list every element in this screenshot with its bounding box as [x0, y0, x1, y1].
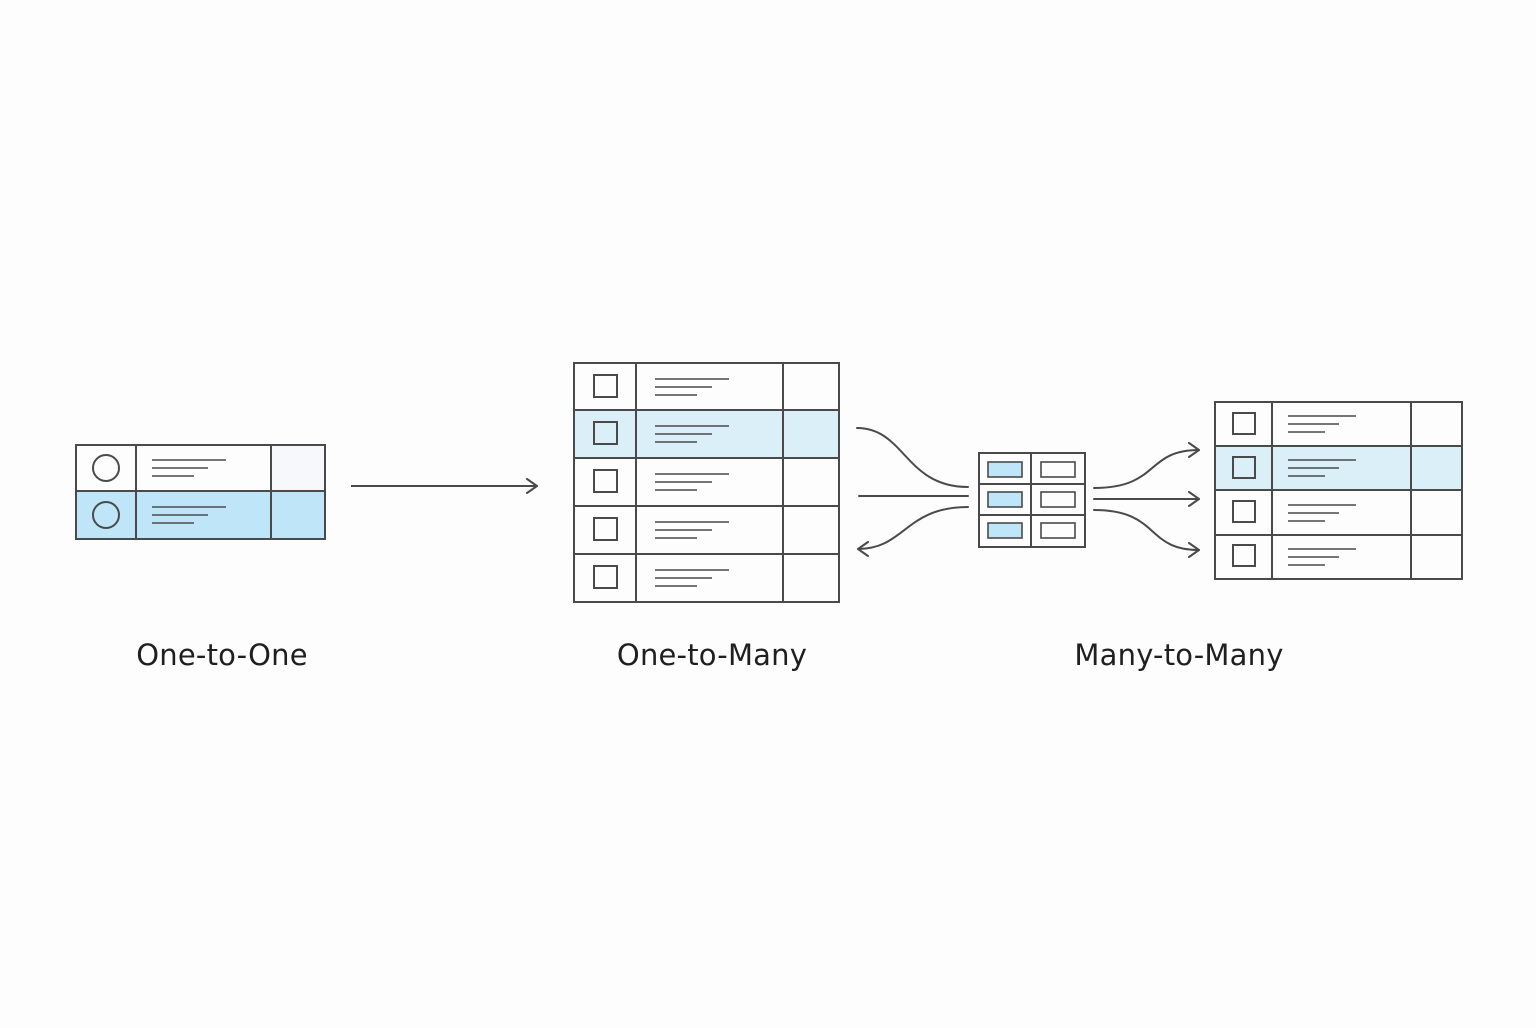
one-to-many-table — [573, 362, 840, 603]
junction-table — [978, 452, 1086, 548]
row-marker-square-icon — [593, 517, 618, 541]
junction-key-cell — [1040, 522, 1076, 539]
junction-key-cell — [987, 461, 1023, 478]
row-marker-square-icon — [593, 421, 618, 445]
many-to-many-table — [1214, 401, 1463, 580]
junction-key-cell — [987, 522, 1023, 539]
junction-key-cell — [987, 491, 1023, 508]
one-to-one-table — [75, 444, 326, 540]
row-marker-square-icon — [1232, 544, 1256, 567]
one-to-one-label: One-to-One — [136, 638, 308, 672]
incoming-connectors — [856, 427, 969, 557]
row-marker-circle-icon — [92, 454, 120, 482]
row-marker-square-icon — [1232, 412, 1256, 435]
many-to-many-label: Many-to-Many — [1074, 638, 1284, 672]
junction-key-cell — [1040, 461, 1076, 478]
one-to-many-label: One-to-Many — [616, 638, 808, 672]
row-marker-square-icon — [1232, 456, 1256, 479]
row-marker-circle-icon — [92, 501, 120, 529]
row-marker-square-icon — [1232, 500, 1256, 523]
row-marker-square-icon — [593, 469, 618, 493]
row-marker-square-icon — [593, 565, 618, 589]
junction-key-cell — [1040, 491, 1076, 508]
row-marker-square-icon — [593, 374, 618, 398]
outgoing-connectors — [1093, 442, 1200, 558]
